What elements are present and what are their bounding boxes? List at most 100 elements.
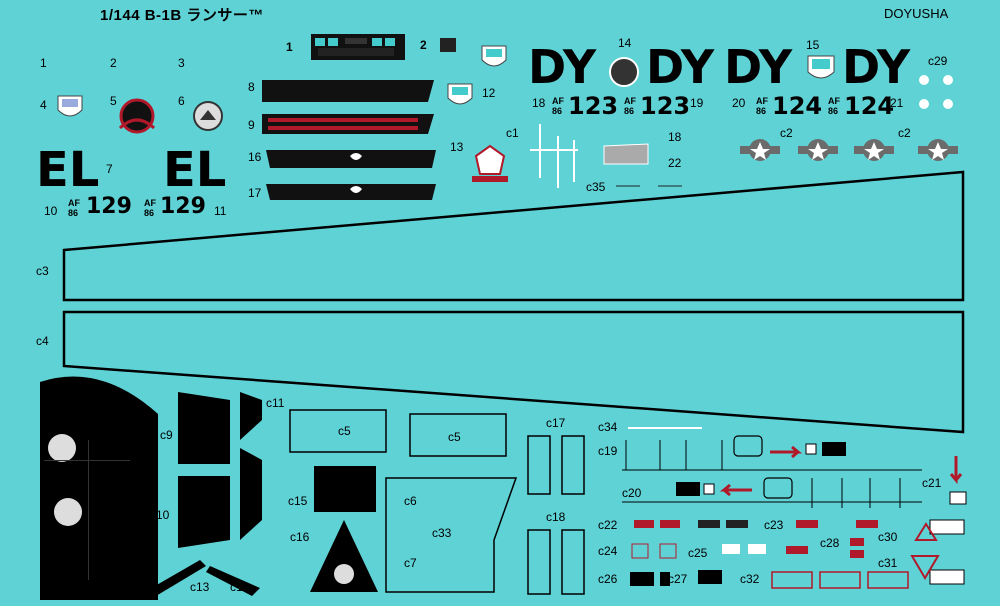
serial-af: AF — [68, 198, 80, 208]
serial-number: 129 — [160, 194, 206, 219]
red-arrow-lower — [719, 483, 752, 497]
box-c28-2 — [850, 550, 864, 558]
pentagon-badge-13 — [472, 144, 508, 182]
label-17: 17 — [248, 186, 262, 200]
code-dy-3: DY — [724, 40, 793, 94]
strip-c11 — [240, 392, 262, 440]
box-c28-1 — [850, 538, 864, 546]
code-el-left: EL — [36, 142, 100, 198]
label-c22: c22 — [598, 518, 618, 532]
red-box-c32-3 — [867, 571, 909, 589]
small-panel-decal — [440, 38, 456, 52]
label-c9: c9 — [160, 428, 173, 442]
label-c25: c25 — [688, 546, 708, 560]
label-c3: c3 — [36, 264, 49, 278]
label-c13: c13 — [190, 580, 210, 594]
label-c26: c26 — [598, 572, 618, 586]
stencil-c22-4 — [726, 520, 748, 528]
brand-name: DOYUSHA — [884, 6, 949, 21]
fin-stripe-17 — [266, 184, 436, 200]
serial-year: 86 — [68, 208, 79, 218]
serial-year: 86 — [624, 106, 635, 116]
panel-c5-left — [289, 409, 387, 453]
red-box-c32-2 — [819, 571, 861, 589]
label-top-2: 2 — [420, 38, 427, 52]
black-box-c26-2 — [660, 572, 670, 586]
box-c24-1 — [631, 543, 649, 559]
label-19: 19 — [690, 96, 704, 110]
panel-c18-left — [527, 529, 551, 595]
serial-number: 123 — [568, 92, 619, 120]
label-c24: c24 — [598, 544, 618, 558]
panel-c17-left — [527, 435, 551, 495]
serial-number: 129 — [86, 194, 132, 219]
label-13: 13 — [450, 140, 464, 154]
label-c29: c29 — [928, 54, 948, 68]
antenna-lines-c1 — [530, 124, 578, 188]
fin-stripe-16 — [266, 150, 436, 168]
label-10: 10 — [44, 204, 58, 218]
label-c8: c8 — [140, 472, 153, 486]
code-dy-2: DY — [646, 40, 715, 94]
label-1: 1 — [40, 56, 47, 70]
label-c28: c28 — [820, 536, 840, 550]
panel-c18-right — [561, 529, 585, 595]
patch-14 — [609, 57, 639, 87]
serial-af: AF — [624, 96, 636, 106]
label-18a: 18 — [532, 96, 546, 110]
label-c12: c12 — [240, 474, 260, 488]
roundel-c2-1 — [740, 139, 780, 161]
serial-year: 86 — [144, 208, 155, 218]
label-c14: c14 — [230, 580, 250, 594]
code-dy-4: DY — [842, 40, 911, 94]
code-el-right: EL — [163, 142, 227, 198]
fin-stripe-8 — [262, 80, 434, 102]
label-c34: c34 — [598, 420, 618, 434]
label-top-1: 1 — [286, 40, 293, 54]
label-22: 22 — [668, 156, 682, 170]
panel-c17-right — [561, 435, 585, 495]
door-c9 — [178, 392, 230, 464]
label-2: 2 — [110, 56, 117, 70]
bomb-bay-c8 — [40, 376, 158, 600]
white-dots-c29 — [919, 75, 953, 109]
serial-af: AF — [756, 96, 768, 106]
roundel-c2-2 — [798, 139, 838, 161]
bat-emblem-5 — [118, 98, 156, 134]
strip-c12 — [240, 448, 262, 540]
roundel-c2-4 — [918, 139, 958, 161]
label-14: 14 — [618, 36, 632, 50]
serial-af: AF — [552, 96, 564, 106]
red-arrow-c21 — [949, 456, 963, 485]
label-c11: c11 — [266, 396, 285, 410]
label-c7: c7 — [404, 556, 417, 570]
serial-year: 86 — [756, 106, 767, 116]
serial-number: 124 — [844, 92, 895, 120]
wing-walkway-c3 — [62, 170, 965, 302]
black-box-c27 — [698, 570, 722, 584]
stencil-c23-1 — [796, 520, 818, 528]
stencil-c23-2 — [856, 520, 878, 528]
label-c23: c23 — [764, 518, 784, 532]
label-c35: c35 — [586, 180, 606, 194]
label-c31: c31 — [878, 556, 898, 570]
grey-panel-c1 — [603, 143, 649, 165]
label-3: 3 — [178, 56, 185, 70]
label-c1: c1 — [506, 126, 519, 140]
label-c5-right: c5 — [448, 430, 461, 444]
squadron-patch-6 — [193, 101, 223, 131]
serial-number: 123 — [640, 92, 691, 120]
shield-badge-15 — [807, 55, 835, 79]
stencil-c22-1 — [634, 520, 654, 528]
red-box-c32-1 — [771, 571, 813, 589]
label-c33: c33 — [432, 526, 452, 540]
shield-badge-top — [481, 45, 507, 67]
warning-triangle-c30 — [914, 522, 938, 541]
label-c32: c32 — [740, 572, 760, 586]
label-20: 20 — [732, 96, 746, 110]
label-18b: 18 — [668, 130, 682, 144]
label-9: 9 — [248, 118, 255, 132]
serial-af: AF — [828, 96, 840, 106]
label-5: 5 — [110, 94, 117, 108]
